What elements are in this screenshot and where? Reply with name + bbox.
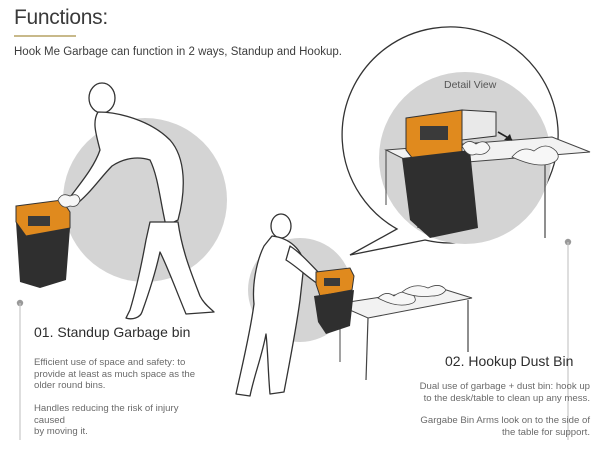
detail-view-bubble [342,27,590,255]
title-underline [14,35,76,37]
text-line: Gargabe Bin Arms look on to the side of [404,415,590,427]
text-line: by moving it. [34,426,204,438]
standup-description-1: Efficient use of space and safety: to pr… [34,357,204,392]
hookup-rule [565,239,571,440]
text-line: older round bins. [34,380,204,392]
text-line: Handles reducing the risk of injury caus… [34,403,204,426]
intro-text: Hook Me Garbage can function in 2 ways, … [14,46,342,58]
standup-rule [17,300,23,440]
detail-view-label: Detail View [444,79,496,91]
text-line: provide at least as much space as the [34,369,204,381]
page-title: Functions: [14,6,108,30]
hookup-description-1: Dual use of garbage + dust bin: hook up … [404,381,590,404]
hookup-description-2: Gargabe Bin Arms look on to the side of … [404,415,590,438]
text-line: the table for support. [404,427,590,439]
hookup-bin-illustration [314,268,354,334]
standup-heading: 01. Standup Garbage bin [34,324,190,340]
hookup-heading: 02. Hookup Dust Bin [445,353,573,369]
text-line: Dual use of garbage + dust bin: hook up [404,381,590,393]
text-line: to the desk/table to clean up any mess. [404,393,590,405]
standup-description-2: Handles reducing the risk of injury caus… [34,403,204,438]
text-line: Efficient use of space and safety: to [34,357,204,369]
